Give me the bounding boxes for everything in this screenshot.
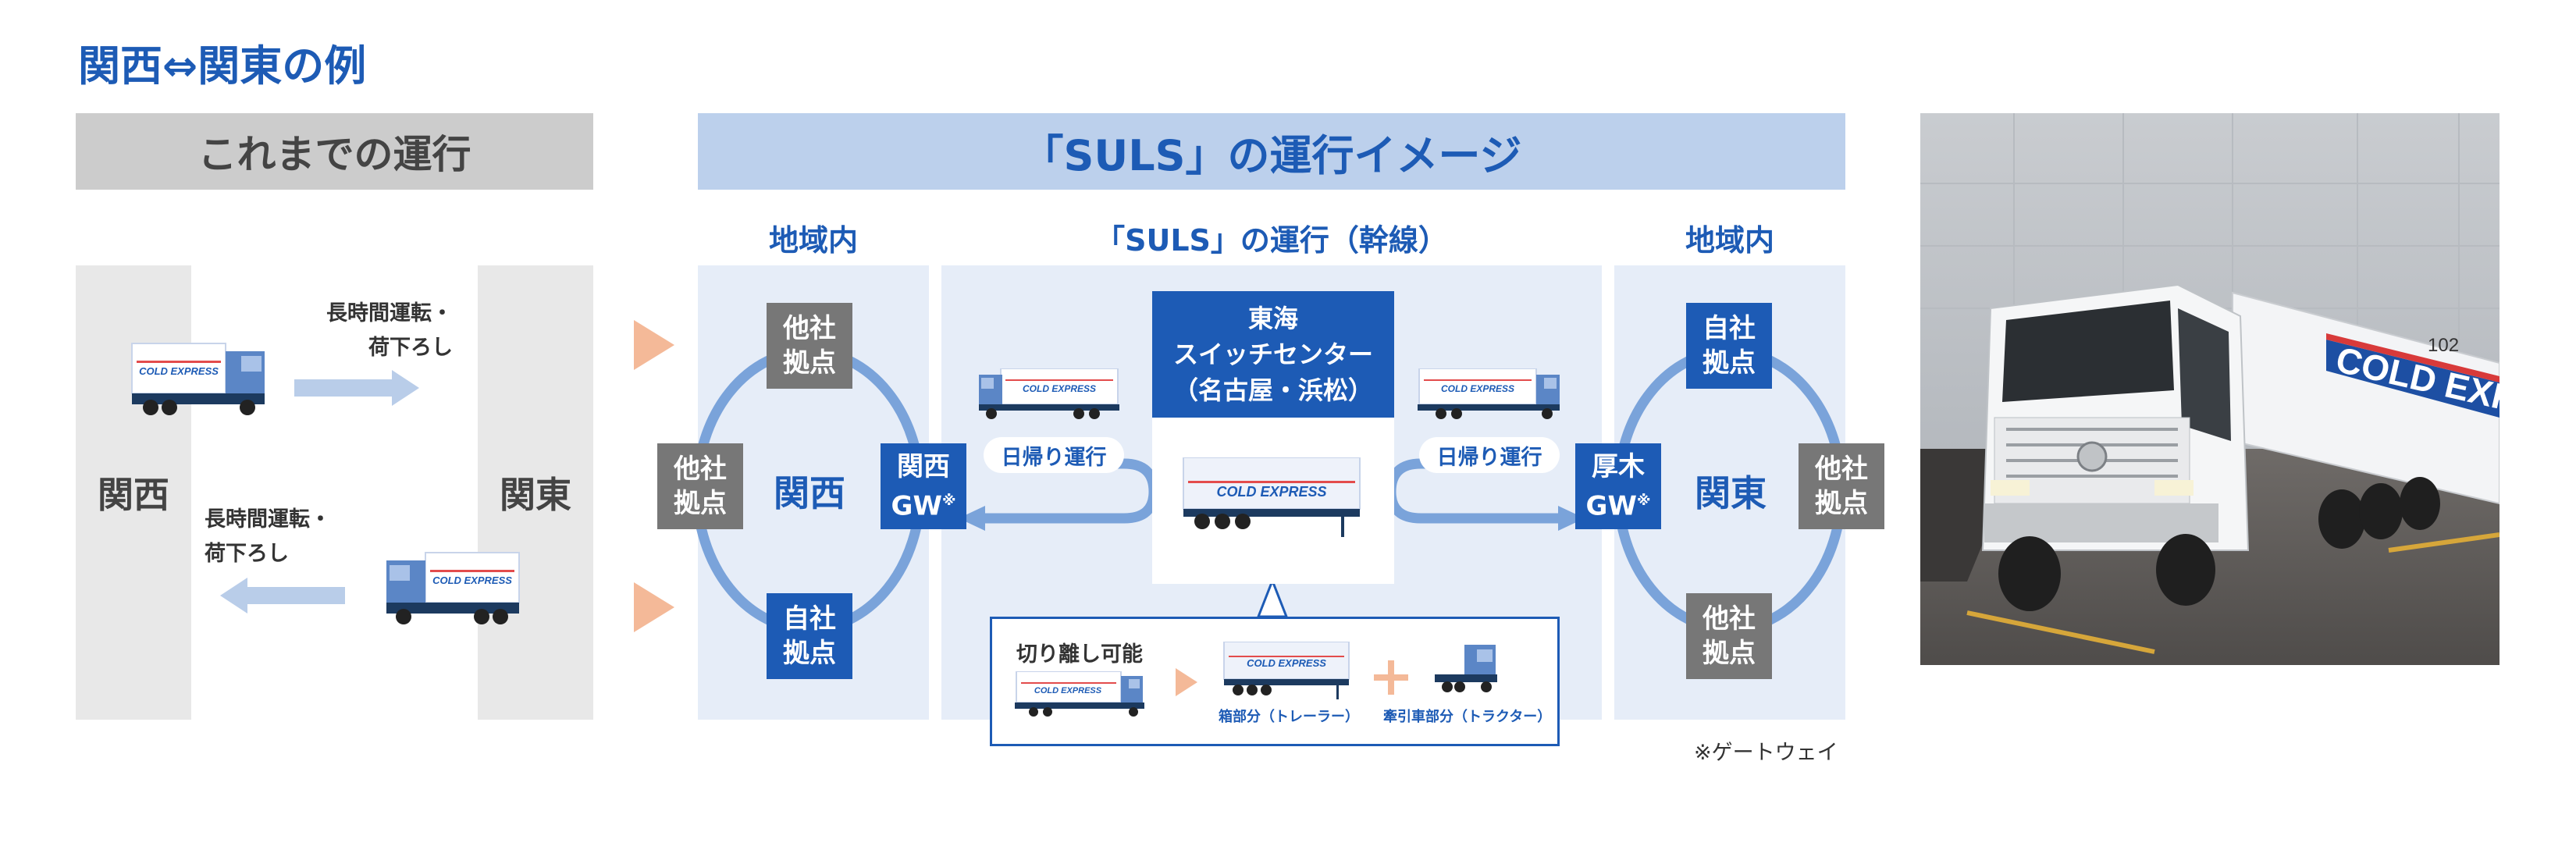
suls-header: 「SULS」の運行イメージ <box>698 113 1845 190</box>
detach-full-truck: COLD EXPRESS <box>1015 671 1144 717</box>
truck-outbound: COLD EXPRESS <box>131 343 265 415</box>
truck-brand-text: COLD EXPRESS <box>139 365 219 377</box>
left-base-top: 他社拠点 <box>767 303 852 389</box>
trunk-truck-right: COLD EXPRESS <box>1418 368 1560 419</box>
page-title: 関西⇔関東の例 <box>78 41 367 91</box>
detach-arrow <box>1176 668 1197 696</box>
truck-return: COLD EXPRESS <box>386 552 520 624</box>
old-operation-header: これまでの運行 <box>76 113 593 190</box>
arrow-right <box>294 370 419 406</box>
right-base-top: 自社拠点 <box>1686 303 1772 389</box>
arrow-left <box>220 578 345 614</box>
transition-arrows <box>634 320 674 632</box>
trailer-part-label: 箱部分（トレーラー） <box>1219 709 1359 725</box>
detach-tractor <box>1435 645 1497 692</box>
destination-column: 関東 <box>478 265 593 720</box>
detach-trailer: COLD EXPRESS <box>1223 642 1350 699</box>
right-region-header: 地域内 <box>1685 222 1774 258</box>
trunk-truck-left: COLD EXPRESS <box>979 368 1119 419</box>
destination-label: 関東 <box>500 474 571 516</box>
svg-text:COLD EXPRESS: COLD EXPRESS <box>432 574 512 586</box>
switch-center-title: 東海 スイッチセンター （名古屋・浜松） <box>1152 291 1394 418</box>
svg-text:COLD EXPRESS: COLD EXPRESS <box>1216 484 1326 500</box>
plus-icon <box>1374 660 1408 695</box>
old-operation-graphics: COLD EXPRESS COLD EXPRESS <box>131 343 520 624</box>
trip-back-label: 長時間運転・ 荷下ろし <box>205 507 331 566</box>
truck-photo: COLD EXPRESS 102 <box>1920 113 2500 665</box>
day-trip-pill-left: 日帰り運行 <box>984 437 1124 473</box>
orange-arrow-top <box>634 320 674 370</box>
left-region-name: 関西 <box>774 472 845 514</box>
orange-arrow-bottom <box>634 582 674 632</box>
right-base-bottom: 他社拠点 <box>1686 593 1772 679</box>
right-base-right: 他社拠点 <box>1799 443 1884 529</box>
svg-text:COLD EXPRESS: COLD EXPRESS <box>1441 383 1514 394</box>
gateway-footnote: ※ゲートウェイ <box>1694 741 1838 765</box>
svg-text:COLD EXPRESS: COLD EXPRESS <box>1247 657 1326 669</box>
origin-column: 関西 <box>76 265 191 720</box>
left-base-left: 他社拠点 <box>657 443 743 529</box>
right-region-name: 関東 <box>1695 472 1767 514</box>
trip-out-label: 長時間運転・ 荷下ろし <box>326 301 453 360</box>
svg-text:COLD EXPRESS: COLD EXPRESS <box>1023 383 1096 394</box>
svg-text:COLD EXPRESS: COLD EXPRESS <box>1034 686 1102 695</box>
left-region-header: 地域内 <box>768 222 858 258</box>
detachable-label: 切り離し可能 <box>1016 642 1143 667</box>
switch-center-trailer: COLD EXPRESS <box>1183 457 1361 537</box>
origin-label: 関西 <box>98 474 169 516</box>
tractor-part-label: 牽引車部分（トラクター） <box>1383 709 1552 725</box>
dock-number: 102 <box>2428 335 2459 356</box>
left-base-bottom: 自社拠点 <box>767 593 852 679</box>
trunk-header: 「SULS」の運行（幹線） <box>1095 222 1448 258</box>
day-trip-pill-right: 日帰り運行 <box>1419 437 1560 473</box>
